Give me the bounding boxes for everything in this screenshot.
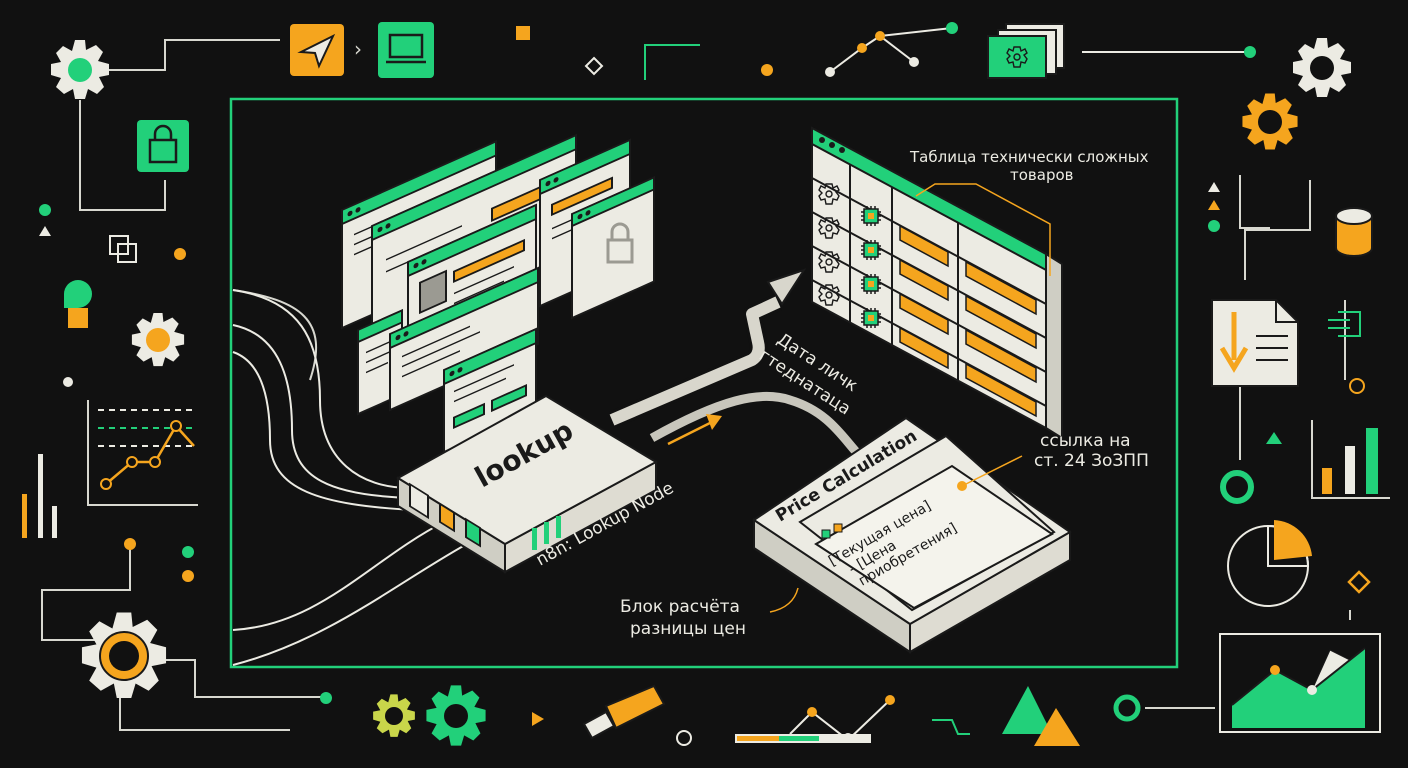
- overlap-squares-icon: [109, 235, 137, 263]
- dot-marker: [63, 377, 73, 387]
- annotation-leader: [961, 455, 1023, 487]
- arrow-to-table: [608, 268, 807, 429]
- decoration-right: [1145, 175, 1351, 709]
- node-link-graph: [644, 22, 958, 80]
- law-reference-line-2: ст. 24 ЗоЗПП: [1034, 451, 1149, 471]
- dot-marker: [174, 248, 186, 260]
- gear-icon: [51, 40, 109, 99]
- export-icon: [1328, 311, 1361, 337]
- node-link-graph: [789, 699, 891, 742]
- gear-icon: [1293, 38, 1351, 97]
- lock-icon: [606, 222, 634, 264]
- arrow-to-price-block: [649, 391, 864, 460]
- microchip-icon: [860, 307, 882, 329]
- microchip-icon: [860, 273, 882, 295]
- diamond-marker: [1347, 570, 1371, 594]
- usb-drive-icon: [582, 684, 666, 740]
- diamond-marker: [584, 56, 604, 76]
- line-chart-icon: [87, 400, 198, 506]
- progress-bar: [735, 734, 871, 743]
- main-frame: [229, 97, 1179, 669]
- dot-marker: [39, 204, 51, 216]
- square-marker: [516, 26, 530, 40]
- gear-icon: [81, 612, 167, 699]
- lookup-node: [396, 394, 659, 574]
- ring-marker: [1349, 378, 1365, 394]
- triangle-marker: [1208, 200, 1220, 210]
- gear-icon: [426, 685, 486, 746]
- cash-stack-icon: [987, 23, 1065, 79]
- price-calculation-block: [752, 416, 1072, 654]
- play-marker: [532, 712, 544, 726]
- document-download-icon: [1211, 299, 1299, 387]
- ring-icon: [1220, 470, 1254, 504]
- triangle-marker: [1208, 182, 1220, 192]
- triangle-marker: [1034, 708, 1080, 746]
- law-reference-line-1: ссылка на: [1040, 431, 1131, 451]
- dot-marker: [1244, 46, 1256, 58]
- dot-marker: [182, 570, 194, 582]
- block-caption-line-2: разницы цен: [630, 619, 746, 639]
- small-arrow-head: [706, 414, 722, 430]
- dot-marker: [320, 692, 332, 704]
- table-caption-line-1: Таблица технически сложных: [909, 148, 1149, 166]
- triangle-marker: [39, 226, 51, 236]
- square-marker: [68, 308, 88, 328]
- shape-marker: [64, 280, 92, 308]
- bar-marker: [22, 454, 57, 538]
- gear-icon: [131, 313, 185, 367]
- dot-marker: [124, 538, 136, 550]
- signal-marker: [932, 719, 970, 735]
- line-chart-icon: [1219, 633, 1381, 733]
- table-caption-line-2: товаров: [1010, 166, 1074, 184]
- microchip-icon: [860, 239, 882, 261]
- pie-chart-icon: [1227, 520, 1312, 607]
- laptop-icon: [378, 22, 434, 78]
- ring-icon: [1113, 694, 1141, 722]
- chevron-right-icon: ›: [354, 37, 362, 61]
- cylinder-icon: [1335, 207, 1373, 257]
- annotation-leader: [769, 587, 799, 613]
- connector-lines: [232, 289, 475, 666]
- caption-leader: [915, 183, 1051, 276]
- lock-icon: [137, 120, 189, 172]
- triangle-marker: [1266, 432, 1282, 444]
- gear-icon: [373, 694, 415, 737]
- dot-marker: [182, 546, 194, 558]
- paper-plane-icon: [290, 24, 344, 76]
- gear-icon: [1242, 93, 1298, 150]
- ring-marker: [676, 730, 692, 746]
- small-arrow: [667, 420, 713, 446]
- microchip-icon: [860, 205, 882, 227]
- triangle-marker: [1002, 686, 1052, 734]
- window-stack: [341, 133, 655, 454]
- bar-chart-icon: [1311, 420, 1390, 499]
- dot-marker: [1208, 220, 1220, 232]
- table-cells: [899, 224, 1037, 418]
- block-caption-line-1: Блок расчёта: [620, 597, 740, 617]
